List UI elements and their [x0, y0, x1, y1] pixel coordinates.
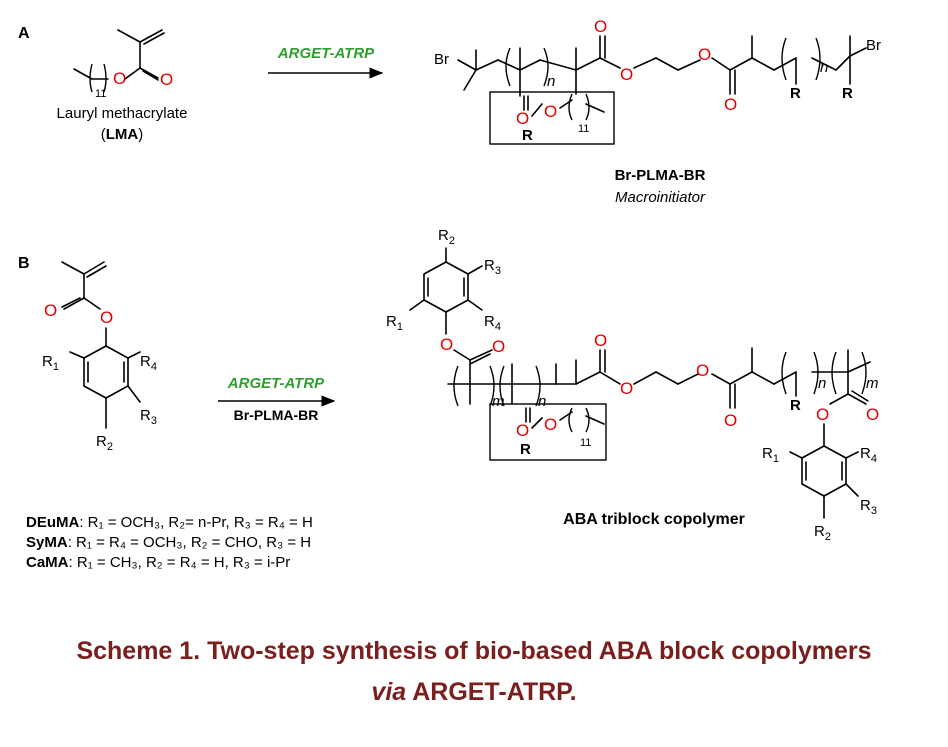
oxygen-atom: O: [620, 65, 633, 84]
r-group-box: [489, 403, 607, 461]
panel-b: B O O R1 R4 R3 R2 ARGET-ATRP: [18, 227, 879, 571]
phenolic-methacrylate-structure: O O R1 R4 R3 R2: [42, 261, 157, 453]
oxygen-atom: O: [544, 102, 557, 121]
repeat-n: n: [820, 59, 828, 76]
chain-length-subscript: 11: [95, 88, 106, 100]
substituent-r4: R4: [484, 313, 501, 333]
oxygen-atom: O: [594, 331, 607, 350]
panel-a: A O O 11 Lauryl methacrylate (LMA) ARGET…: [18, 17, 881, 206]
substituent-r3: R3: [484, 257, 501, 277]
repeat-n: n: [818, 375, 826, 392]
definition-deuma: DEuMA: R₁ = OCH₃, R₂= n-Pr, R₃ = R₄ = H: [26, 514, 313, 531]
caption-line-2: via ARGET-ATRP.: [371, 678, 576, 706]
oxygen-atom: O: [100, 308, 113, 327]
substituent-r3: R3: [140, 407, 157, 427]
caption-line-1: Scheme 1. Two-step synthesis of bio-base…: [76, 637, 871, 665]
side-chain-r: R: [790, 85, 801, 102]
substituent-r2: R2: [438, 227, 455, 247]
product-name-a: Br-PLMA-BR: [615, 167, 706, 184]
bromine-atom: Br: [434, 51, 449, 68]
reaction-label-a: ARGET-ATRP: [277, 45, 375, 62]
repeat-n: n: [547, 73, 555, 90]
r-group-box: [489, 91, 615, 145]
oxygen-atom: O: [544, 415, 557, 434]
reagent-b: Br-PLMA-BR: [234, 407, 319, 423]
panel-a-letter: A: [18, 25, 30, 42]
product-role-a: Macroinitiator: [615, 189, 706, 206]
oxygen-atom: O: [516, 109, 529, 128]
oxygen-atom: O: [724, 411, 737, 430]
oxygen-atom: O: [698, 45, 711, 64]
oxygen-atom: O: [160, 70, 173, 89]
substituent-r3: R3: [860, 497, 877, 517]
substituent-r2: R2: [814, 523, 831, 543]
substituent-r4: R4: [140, 353, 157, 373]
product-name-b: ABA triblock copolymer: [563, 511, 745, 528]
oxygen-atom: O: [440, 335, 453, 354]
monomer-name: Lauryl methacrylate: [57, 105, 188, 122]
substituent-r2: R2: [96, 433, 113, 453]
definition-syma: SyMA: R₁ = R₄ = OCH₃, R₂ = CHO, R₃ = H: [26, 534, 311, 551]
macroinitiator-structure: Br n O O O: [434, 17, 881, 145]
reaction-label-b: ARGET-ATRP: [227, 375, 325, 392]
r-group-label: R: [520, 441, 531, 458]
triblock-copolymer-structure: R2 R3 R1 R4 O O m n: [386, 227, 879, 543]
oxygen-atom: O: [816, 405, 829, 424]
substituent-r4: R4: [860, 445, 877, 465]
oxygen-atom: O: [516, 421, 529, 440]
chain-length-subscript: 11: [578, 123, 589, 135]
chain-length-subscript: 11: [580, 437, 591, 449]
oxygen-atom: O: [620, 379, 633, 398]
repeat-m: m: [866, 375, 879, 392]
monomer-abbreviation: (LMA): [101, 126, 144, 143]
lauryl-methacrylate-structure: O O 11: [73, 29, 173, 100]
oxygen-atom: O: [492, 337, 505, 356]
monomer-abbr-text: LMA: [106, 126, 139, 143]
oxygen-atom: O: [696, 361, 709, 380]
panel-b-letter: B: [18, 255, 30, 272]
definition-cama: CaMA: R₁ = CH₃, R₂ = R₄ = H, R₃ = i-Pr: [26, 554, 290, 571]
r-group-label: R: [522, 127, 533, 144]
oxygen-atom: O: [724, 95, 737, 114]
repeat-n: n: [538, 393, 546, 410]
substituent-r1: R1: [386, 313, 403, 333]
oxygen-atom: O: [113, 69, 126, 88]
oxygen-atom: O: [594, 17, 607, 36]
monomer-definitions: DEuMA: R₁ = OCH₃, R₂= n-Pr, R₃ = R₄ = H …: [26, 514, 313, 571]
oxygen-atom: O: [44, 301, 57, 320]
substituent-r1: R1: [42, 353, 59, 373]
substituent-r1: R1: [762, 445, 779, 465]
scheme-caption: Scheme 1. Two-step synthesis of bio-base…: [76, 637, 871, 706]
oxygen-atom: O: [866, 405, 879, 424]
bromine-atom: Br: [866, 37, 881, 54]
side-chain-r: R: [790, 397, 801, 414]
side-chain-r: R: [842, 85, 853, 102]
